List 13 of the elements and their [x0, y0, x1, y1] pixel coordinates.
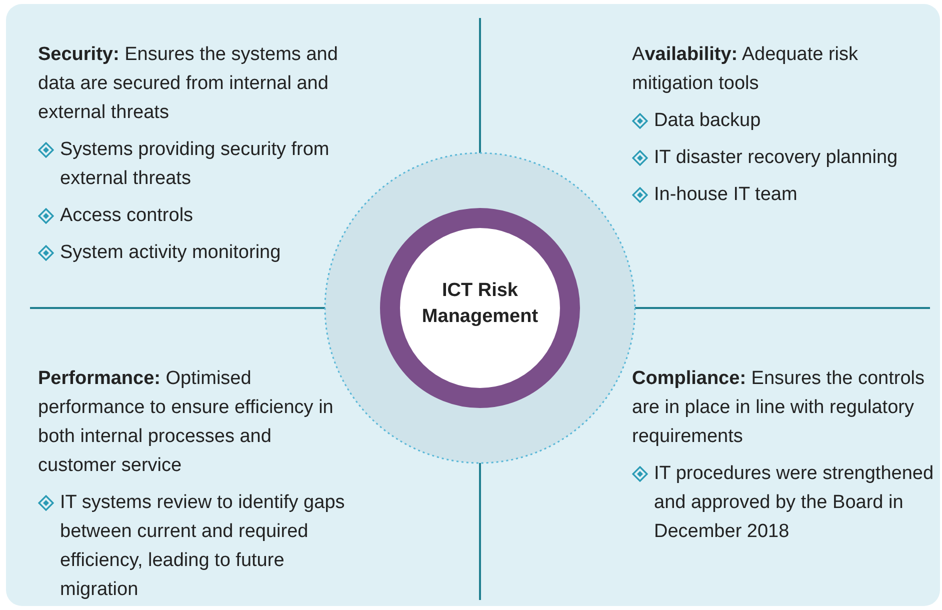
- bullet-text: IT systems review to identify gaps between current and required efficiency, leading to future migration: [60, 491, 346, 602]
- heading-text: Performance: Optimised performance to ensure efficiency in both internal processes and customer service: [38, 367, 334, 478]
- heading-text: Compliance: Ensures the controls are in place in line with regulatory requirements: [632, 367, 926, 449]
- heading-text: Security: Ensures the systems and data are secured from internal and external threats: [38, 43, 338, 125]
- bullet-text: IT procedures were strengthened and approved by the Board in December 2018: [654, 462, 935, 544]
- bullet-text: System activity monitoring: [60, 241, 281, 265]
- bullet-text: In-house IT team: [654, 183, 798, 207]
- bullet-text: Data backup: [654, 109, 761, 133]
- bullet-text: Systems providing security from external threats: [60, 138, 330, 191]
- bullet-text: Access controls: [60, 204, 194, 228]
- circle-label: ICT Risk Management: [420, 279, 540, 329]
- bullet-text: IT disaster recovery planning: [654, 146, 898, 170]
- heading-text: Availability: Adequate risk mitigation tools: [632, 43, 860, 96]
